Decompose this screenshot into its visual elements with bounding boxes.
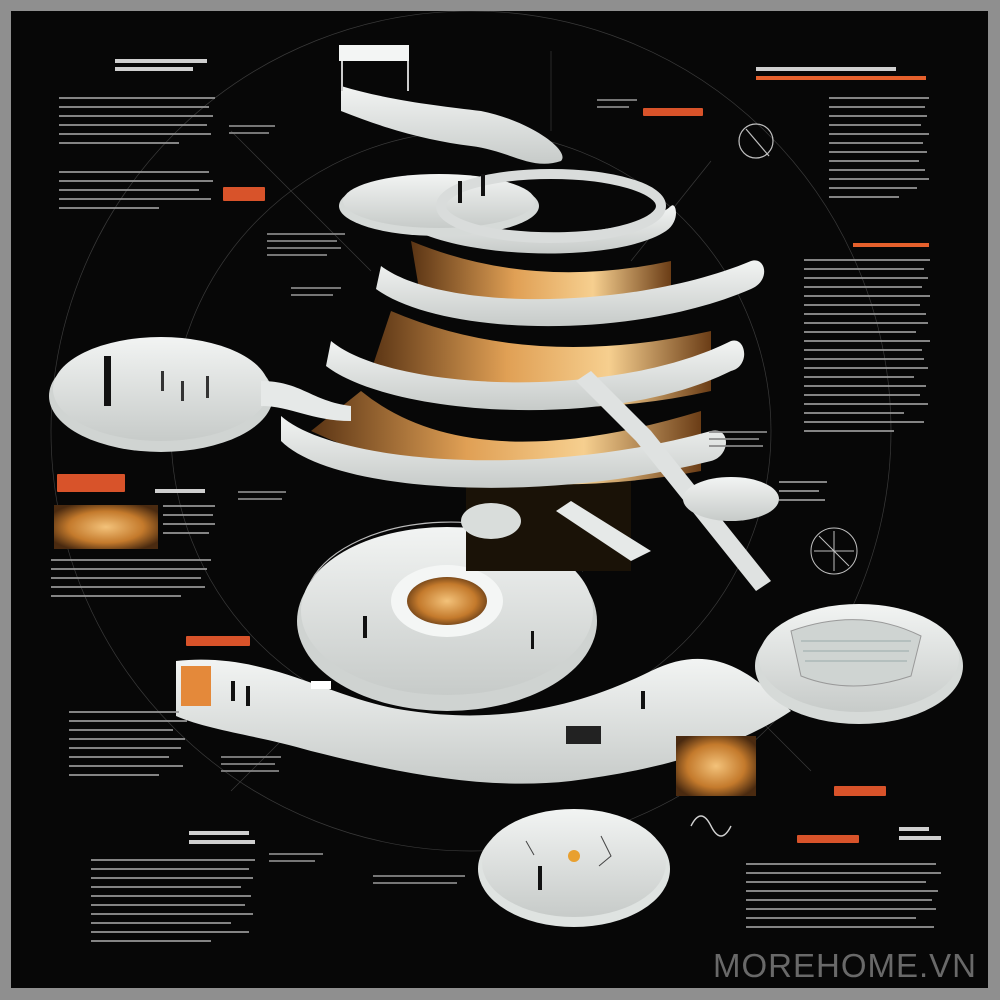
right-note	[779, 481, 827, 508]
right-header-2	[853, 243, 929, 254]
left-header-3	[189, 831, 255, 851]
left-paragraph-5	[69, 711, 187, 783]
left-orange-tag-3	[186, 636, 250, 646]
left-paragraph-1	[59, 97, 215, 151]
left-paragraph-2	[59, 171, 215, 216]
ribbon-sketch-icon	[690, 815, 732, 837]
poster-board: MOREHOME.VN	[11, 11, 988, 988]
callout-7	[221, 756, 281, 777]
callout-2	[229, 125, 275, 139]
right-paragraph-3	[746, 863, 941, 935]
left-paragraph-4	[51, 559, 211, 604]
architecture-illustration	[49, 11, 963, 927]
left-header-block	[115, 59, 217, 78]
ground-floor-slab	[176, 658, 791, 796]
callout-9	[373, 875, 465, 889]
north-arrow-icon	[810, 527, 858, 575]
callout-3	[267, 233, 345, 261]
left-orange-tag-2	[57, 474, 125, 492]
spiral-slabs	[281, 205, 779, 591]
right-header-3	[899, 827, 941, 847]
top-ribbon	[339, 45, 666, 243]
right-theater-disc	[755, 604, 963, 724]
right-paragraph-1	[829, 97, 929, 205]
right-header-block	[756, 67, 926, 87]
callout-8	[269, 853, 323, 867]
right-orange-tag-2	[797, 835, 859, 843]
callout-4	[291, 287, 341, 301]
bottom-floating-disc	[478, 809, 670, 927]
left-paragraph-3	[163, 505, 217, 541]
callout-6	[238, 491, 286, 505]
callout-orange-1	[643, 108, 703, 116]
callout-1	[597, 99, 637, 113]
left-orange-tag-1	[223, 187, 265, 201]
left-header-2	[155, 489, 207, 500]
right-orange-tag-1	[834, 786, 886, 796]
left-floating-disc	[49, 337, 351, 452]
compass-icon	[738, 123, 774, 159]
callout-5	[709, 431, 767, 452]
inset-photo	[54, 505, 158, 549]
right-paragraph-2	[804, 259, 930, 439]
left-paragraph-6	[91, 859, 255, 949]
watermark-text: MOREHOME.VN	[713, 947, 978, 984]
